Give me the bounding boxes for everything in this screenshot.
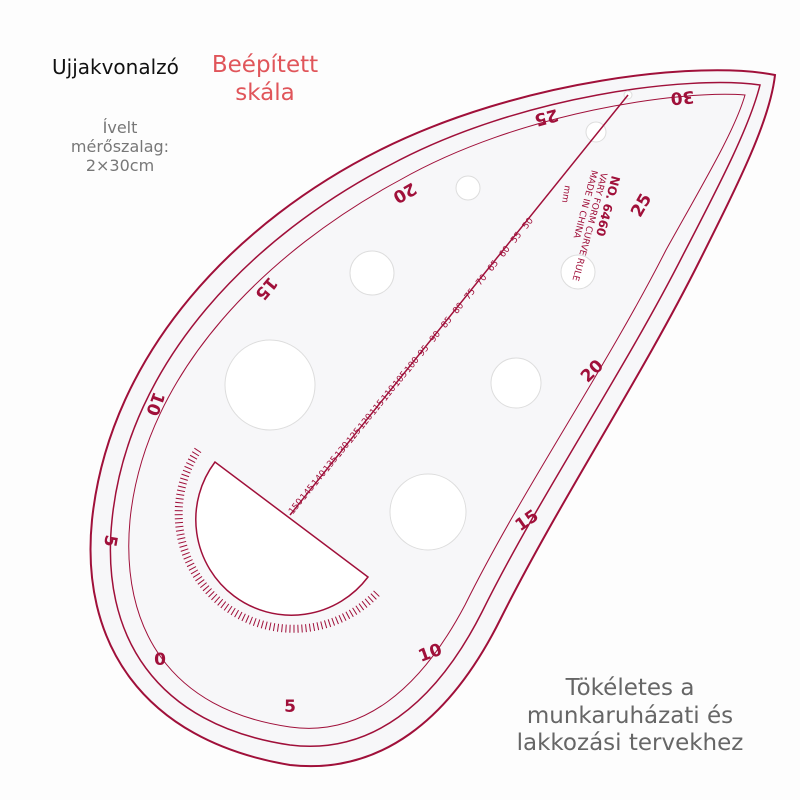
outer-scale-number: 0 — [154, 650, 166, 670]
spec-caption: Ívelt mérőszalag: 2×30cm — [70, 118, 170, 176]
ruler-inner-edge — [109, 81, 761, 747]
feature-caption: Beépített skála — [211, 52, 319, 106]
center-scale-line — [289, 94, 629, 516]
holes — [224, 90, 633, 551]
usage-caption: Tökéletes a munkaruházati és lakkozási t… — [516, 675, 744, 757]
product-title: Ujjakvonalzó — [52, 55, 179, 79]
inner-scale-number: 5 — [284, 697, 296, 717]
ruler-inner-edge-2 — [128, 93, 746, 729]
unit-label: mm — [559, 184, 572, 203]
protractor-cutout — [195, 460, 370, 616]
outer-scale-number: 30 — [670, 86, 695, 108]
outer-scale-number: 5 — [99, 533, 121, 548]
